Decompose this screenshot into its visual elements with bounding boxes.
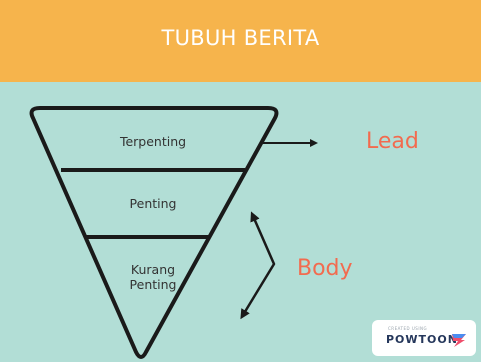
- slide-header: TUBUH BERITA: [0, 0, 481, 82]
- powtoon-logo-icon: [452, 334, 466, 347]
- pyramid-level-terpenting: Terpenting: [119, 134, 187, 149]
- body-label: Body: [297, 256, 353, 281]
- pyramid-outline: [29, 106, 279, 359]
- watermark-caption: CREATED USING: [388, 326, 428, 331]
- slide-title: TUBUH BERITA: [161, 26, 320, 50]
- lead-label: Lead: [366, 129, 419, 154]
- pyramid-level-kurang-penting: Kurang Penting: [129, 262, 177, 292]
- body-double-arrow: [240, 211, 276, 320]
- powtoon-watermark: CREATED USING POWTOON: [372, 320, 476, 356]
- pyramid-level-penting: Penting: [129, 196, 177, 211]
- watermark-brand-name: POWTOON: [386, 333, 458, 346]
